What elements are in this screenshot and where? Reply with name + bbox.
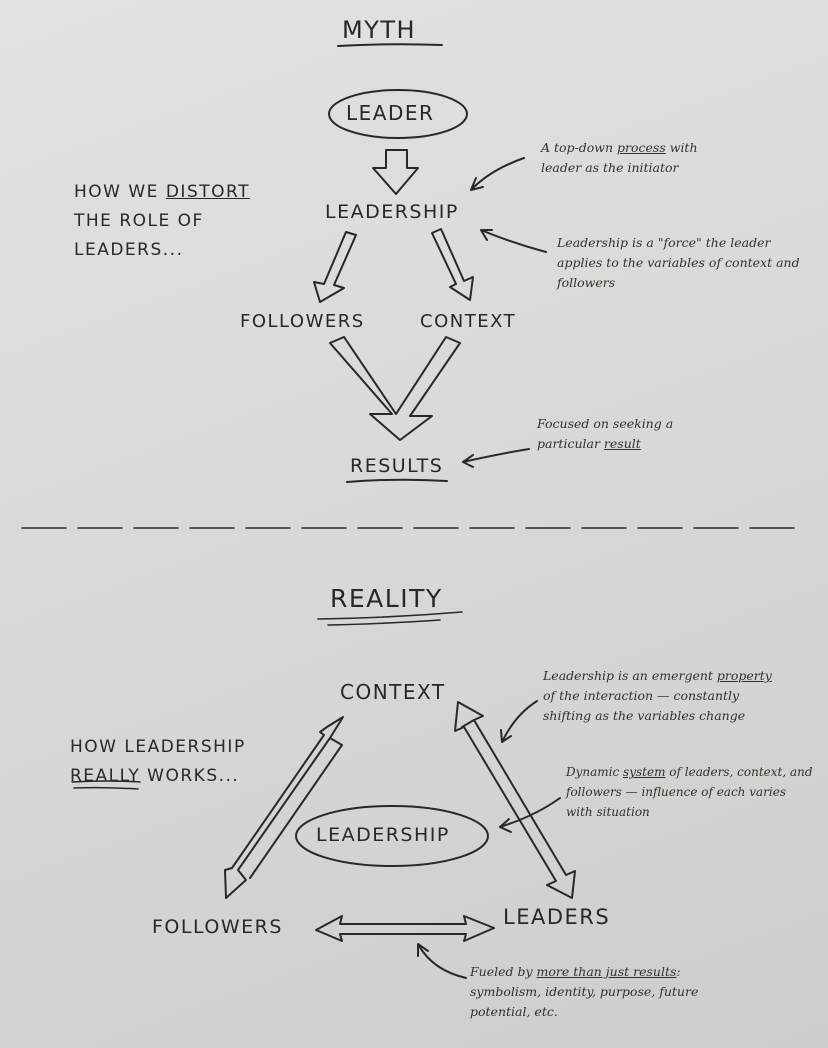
myth-title: MYTH: [342, 16, 417, 44]
myth-node-followers: FOLLOWERS: [240, 311, 365, 332]
note-force: Leadership is a "force" the leader appli…: [557, 235, 800, 290]
myth-node-results: RESULTS: [350, 455, 444, 477]
reality-node-context: CONTEXT: [340, 680, 446, 704]
reality-side-label-line2b: WORKS...: [140, 766, 240, 786]
myth-node-context: CONTEXT: [420, 311, 517, 332]
distort-word: DISTORT: [165, 182, 250, 202]
myth-side-label-line1a: HOW WE: [74, 182, 166, 202]
pointer-results: [462, 448, 530, 468]
reality-node-leadership: LEADERSHIP: [316, 824, 450, 846]
results-underline: [346, 478, 448, 483]
note-emergent: Leadership is an emergent property of th…: [543, 666, 783, 726]
myth-side-label-line2: THE ROLE OF: [74, 211, 204, 231]
really-underline: [71, 780, 141, 790]
leadership-ellipse: [295, 805, 489, 867]
reality-title-underline: [317, 611, 463, 626]
note-results-part1: Focused on seeking a particular: [537, 416, 674, 451]
note-emergent-property: property: [716, 668, 772, 683]
arrow-context-leaders: [454, 701, 576, 899]
arrow-followers-leaders: [315, 915, 495, 942]
note-top-down-part1: A top-down: [541, 140, 618, 155]
reality-side-label-line1: HOW LEADERSHIP: [70, 737, 246, 757]
note-emergent-part1: Leadership is an emergent: [543, 668, 717, 683]
reality-side-label: HOW LEADERSHIP REALLY WORKS...: [70, 733, 290, 791]
myth-node-leader: LEADER: [346, 101, 435, 125]
myth-node-leadership: LEADERSHIP: [325, 201, 459, 223]
arrow-leadership-to-followers: [313, 231, 357, 303]
note-dynamic-part1: Dynamic: [566, 765, 624, 779]
arrow-followers-context-to-results: [329, 336, 461, 441]
note-fueled-part3: : symbolism, identity, purpose, future p…: [470, 964, 699, 1019]
pointer-force: [480, 229, 547, 253]
reality-node-followers: FOLLOWERS: [152, 916, 283, 938]
note-emergent-part3: of the interaction — constantly shifting…: [543, 688, 746, 723]
really-word: REALLY: [70, 766, 141, 786]
note-top-down-part3: with leader as the initiator: [541, 140, 698, 175]
arrow-leader-to-leadership: [372, 149, 419, 195]
reality-node-leaders: LEADERS: [503, 905, 611, 929]
arrow-followers-context: [224, 716, 344, 899]
pointer-dynamic: [499, 797, 561, 833]
note-results: Focused on seeking a particular result: [537, 414, 687, 454]
pointer-fueled: [417, 943, 467, 979]
leader-ellipse: [328, 89, 468, 139]
note-dynamic-part3: of leaders, context, and followers — inf…: [566, 765, 813, 819]
note-dynamic: Dynamic system of leaders, context, and …: [566, 762, 814, 822]
note-top-down: A top-down process with leader as the in…: [541, 138, 711, 178]
myth-side-label-line3: LEADERS...: [74, 240, 184, 260]
note-dynamic-system: system: [623, 765, 666, 779]
note-fueled-part1: Fueled by: [470, 964, 537, 979]
myth-title-underline: [337, 43, 443, 47]
arrow-leadership-to-context: [431, 228, 474, 301]
note-fueled-more: more than just results: [536, 964, 677, 979]
myth-side-label: HOW WE DISTORT THE ROLE OF LEADERS...: [74, 178, 274, 265]
note-results-result: result: [603, 436, 641, 451]
pointer-top-down: [470, 157, 525, 191]
note-fueled: Fueled by more than just results: symbol…: [470, 962, 720, 1022]
note-top-down-process: process: [617, 140, 666, 155]
pointer-emergent: [500, 700, 538, 743]
reality-title: REALITY: [330, 584, 443, 613]
